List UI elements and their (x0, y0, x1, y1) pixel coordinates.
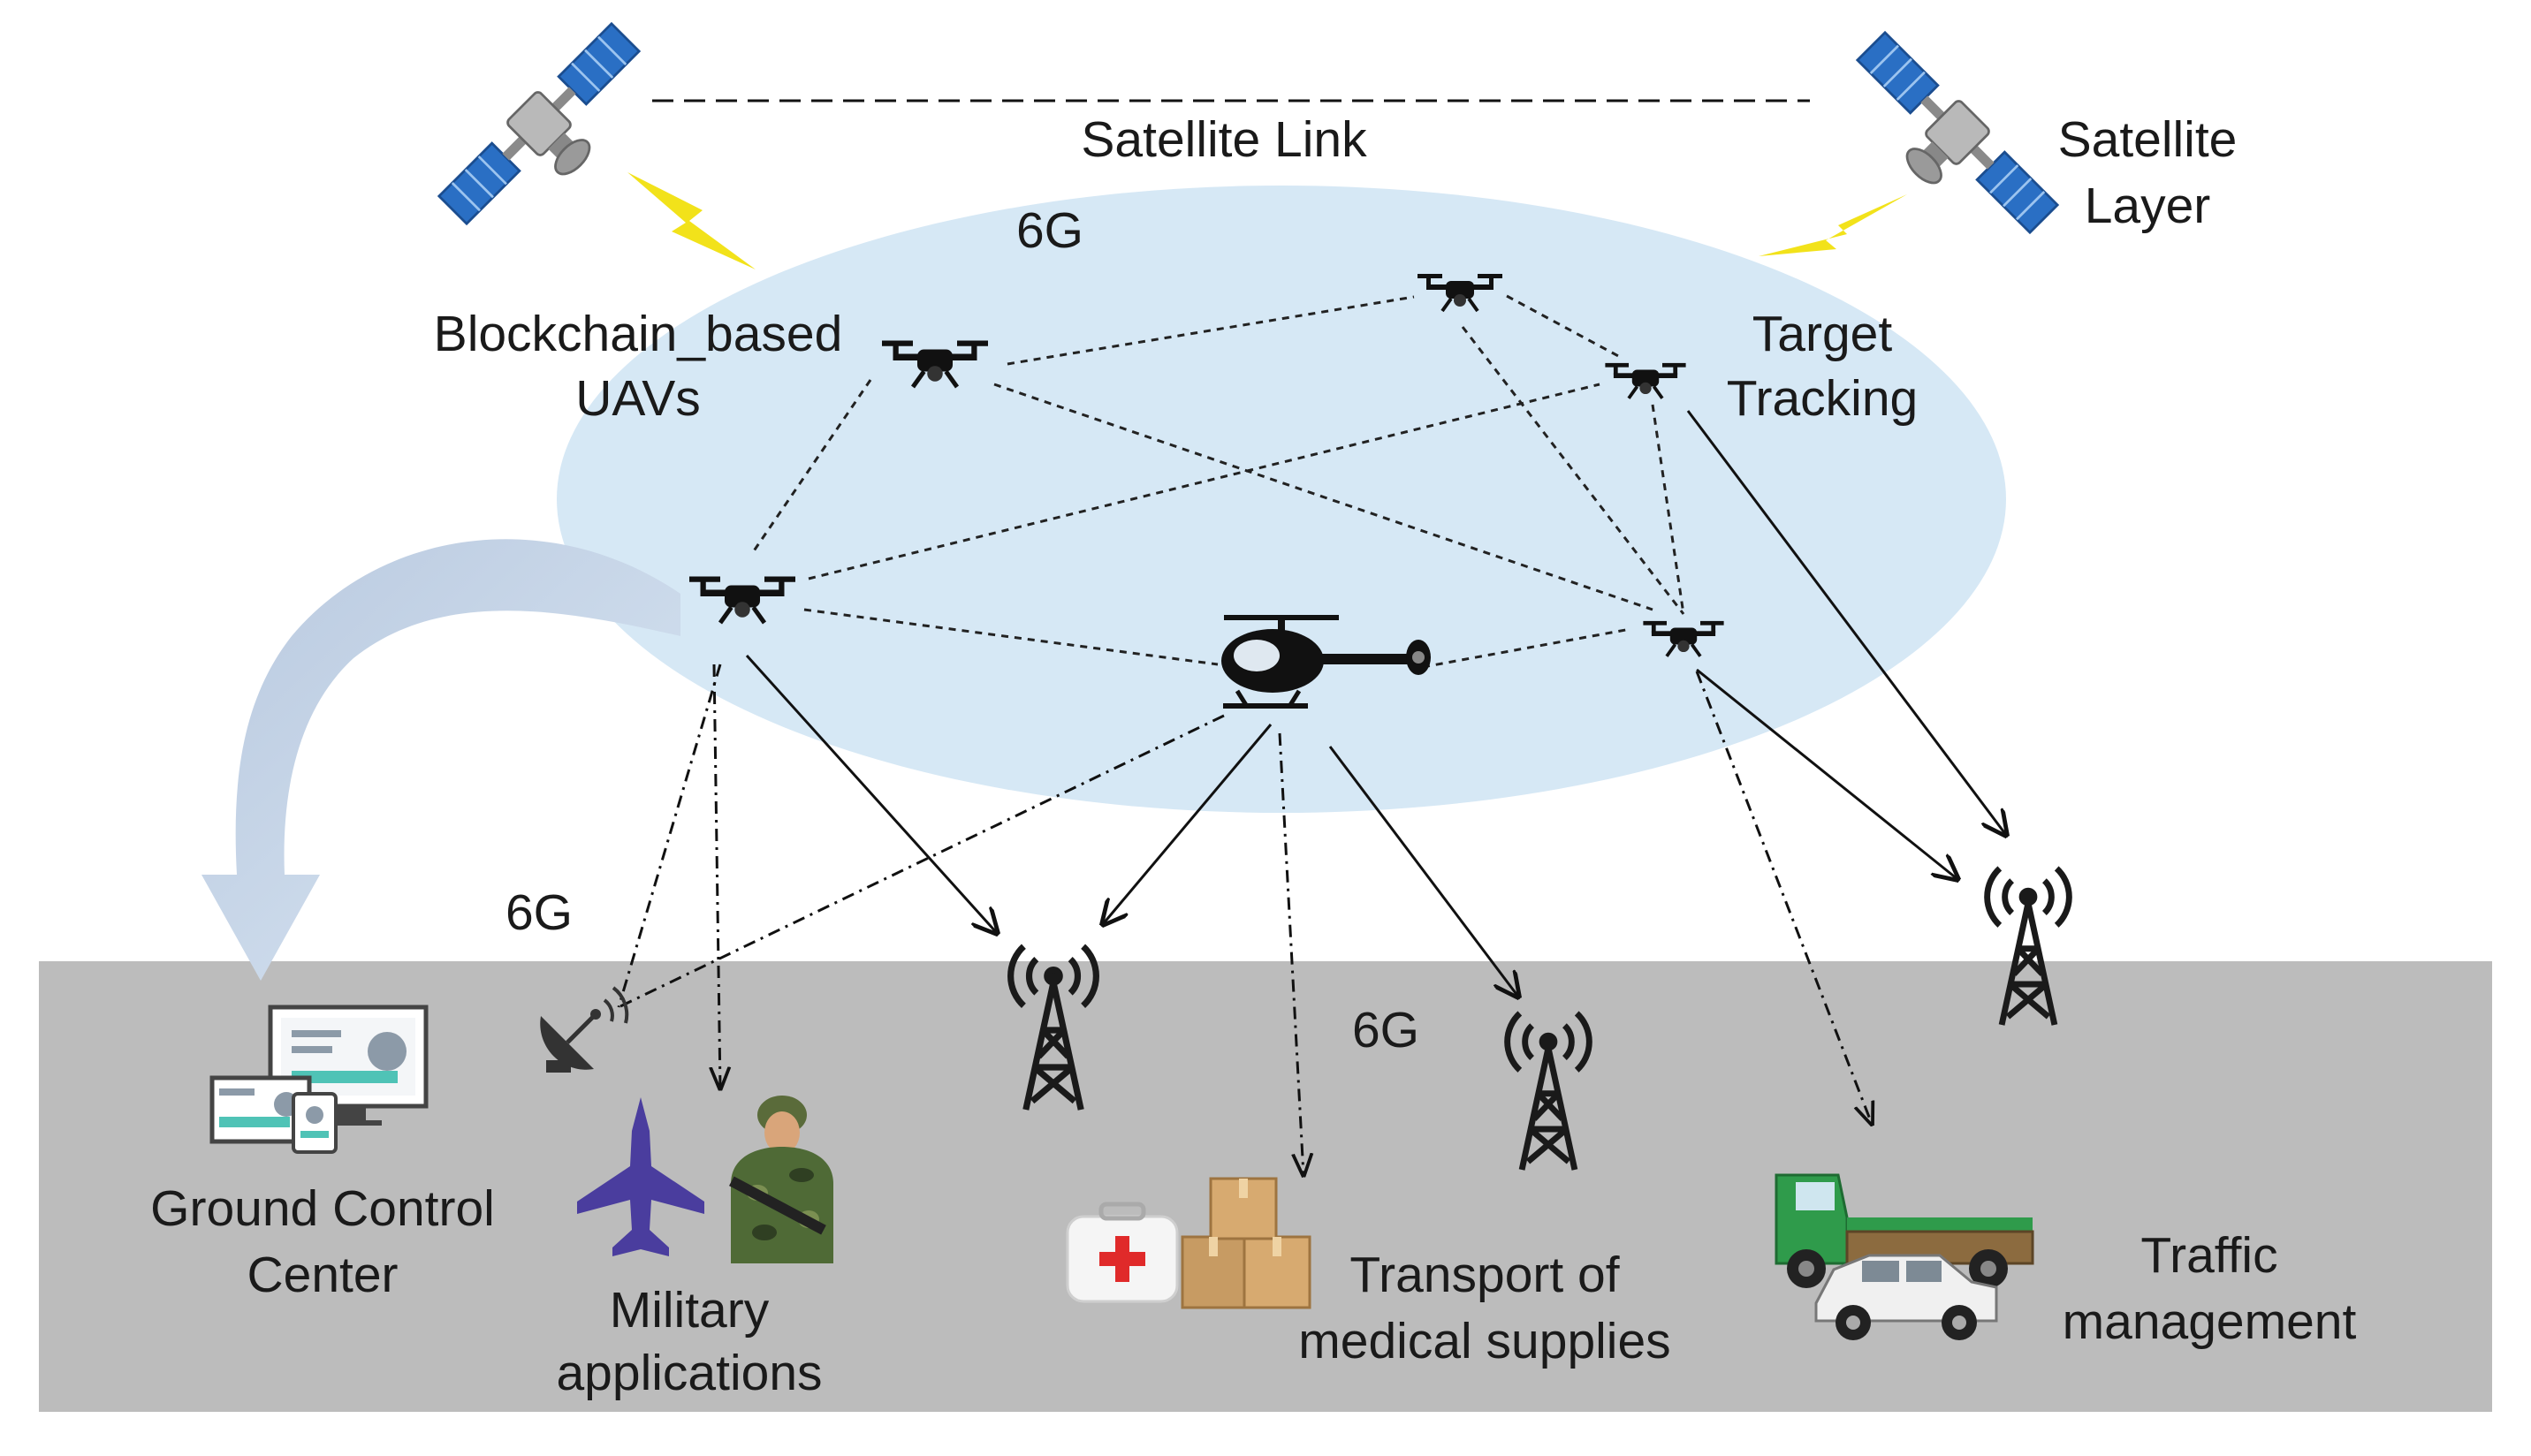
air-6g-label: 6G (1016, 202, 1083, 259)
cardboard-boxes-icon (1181, 1177, 1311, 1309)
blockchain-uavs-label-line2: UAVs (575, 370, 700, 427)
ground-6g-label: 6G (1352, 1002, 1419, 1058)
satellite-icon (1828, 27, 2063, 262)
traffic-management-label-line2: management (2063, 1293, 2357, 1350)
uav-tower-links (745, 410, 2006, 997)
military-applications-label: Military (610, 1282, 770, 1338)
traffic-management-label: Traffic (2140, 1227, 2277, 1284)
medical-supplies-label-line2: medical supplies (1298, 1313, 1670, 1369)
first-aid-kit-icon (1066, 1202, 1179, 1303)
target-tracking-label: Target (1752, 306, 1893, 362)
ground-control-center-label-line2: Center (247, 1247, 398, 1303)
uav-service-links (617, 664, 1872, 1175)
uav-to-gcc-curved-arrow (201, 539, 680, 981)
ground-control-center-label: Ground Control (150, 1180, 495, 1237)
blockchain-uavs-label: Blockchain_based (434, 306, 843, 362)
car-icon (1814, 1254, 1998, 1340)
fighter-jet-icon (577, 1097, 704, 1256)
left-6g-label: 6G (505, 884, 573, 941)
truck-icon (1775, 1173, 2034, 1288)
lightning-icon (627, 172, 756, 269)
soldier-icon (729, 1096, 833, 1263)
satellite-link-label: Satellite Link (1081, 111, 1367, 168)
uav-mesh-links (749, 294, 1685, 669)
monitor-icon (209, 1005, 429, 1154)
air-network-zone (557, 186, 2006, 813)
lightning-icon (1759, 194, 1907, 256)
military-applications-label-line2: applications (556, 1345, 822, 1401)
satellite-icon (434, 19, 668, 253)
helicopter-icon (1221, 615, 1431, 709)
satellite-layer-label: Satellite (2058, 111, 2238, 168)
satellite-dish-icon (540, 986, 629, 1073)
satellite-layer-label-line2: Layer (2085, 178, 2211, 234)
medical-supplies-label: Transport of (1349, 1247, 1619, 1303)
target-tracking-label-line2: Tracking (1727, 370, 1918, 427)
